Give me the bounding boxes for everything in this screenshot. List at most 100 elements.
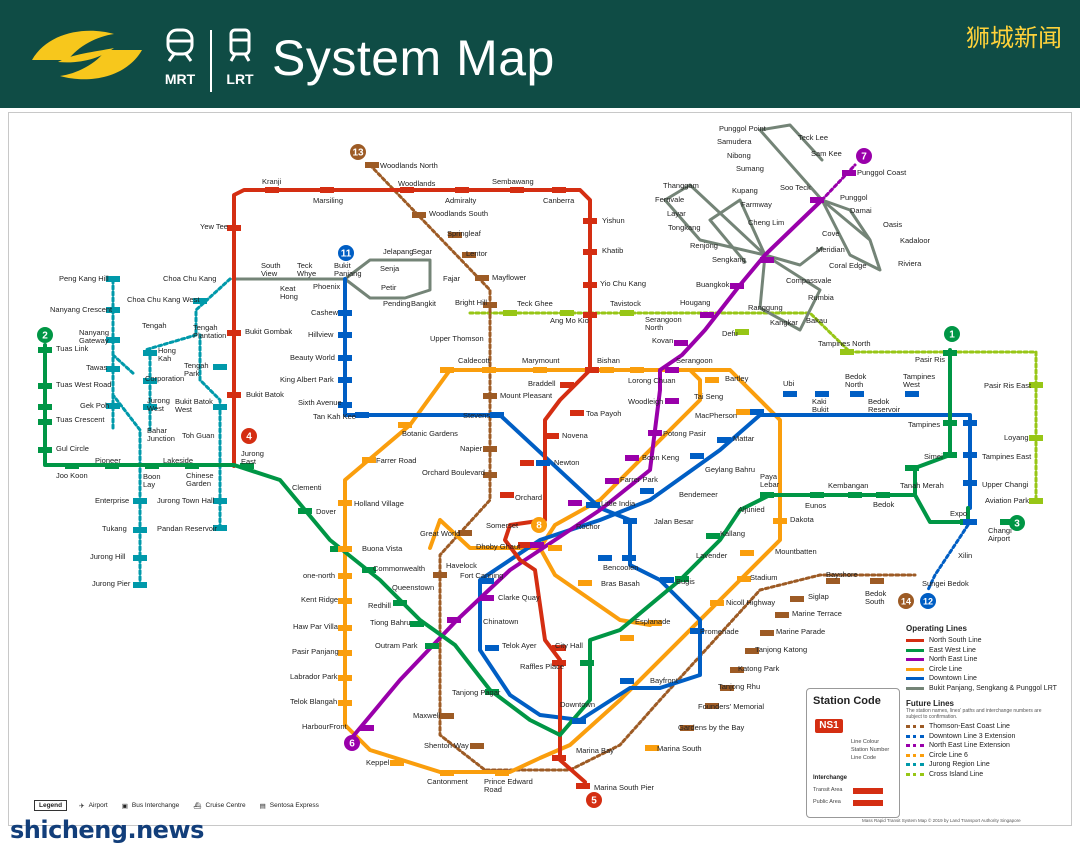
station-tawas[interactable]: Tawas <box>86 363 108 372</box>
station-upper-thomson[interactable]: Upper Thomson <box>430 334 484 343</box>
station-tavistock[interactable]: Tavistock <box>610 299 641 308</box>
station-sumang[interactable]: Sumang <box>736 164 764 173</box>
station-soo-teck[interactable]: Soo Teck <box>780 183 811 192</box>
station-commonwealth[interactable]: Commonwealth <box>373 564 425 573</box>
station-nicoll-highway[interactable]: Nicoll Highway <box>726 598 775 607</box>
station-khatib[interactable]: Khatib <box>602 246 623 255</box>
station-sam-kee[interactable]: Sam Kee <box>811 149 842 158</box>
station-woodleigh[interactable]: Woodleigh <box>628 397 663 406</box>
station-marymount[interactable]: Marymount <box>522 356 560 365</box>
station-layar[interactable]: Layar <box>667 209 686 218</box>
station-pandan-reservoir[interactable]: Pandan Reservoir <box>157 524 218 533</box>
station-pasir-panjang[interactable]: Pasir Panjang <box>292 647 339 656</box>
station-city-hall[interactable]: City Hall <box>555 641 583 650</box>
station-bendemeer[interactable]: Bendemeer <box>679 490 718 499</box>
station-macpherson[interactable]: MacPherson <box>695 411 737 420</box>
station-marina-south-pier[interactable]: Marina South Pier <box>594 783 655 792</box>
station-jurong-hill[interactable]: Jurong Hill <box>90 552 126 561</box>
station-loyang[interactable]: Loyang <box>1004 433 1029 442</box>
station-bedok[interactable]: Bedok <box>873 500 895 509</box>
station-bakau[interactable]: Bakau <box>806 316 827 325</box>
station-bayshore[interactable]: Bayshore <box>826 570 858 579</box>
station-rochor[interactable]: Rochor <box>576 522 601 531</box>
station-ang-mo-kio[interactable]: Ang Mo Kio <box>550 316 589 325</box>
station-tanjong-pagar[interactable]: Tanjong Pagar <box>452 688 501 697</box>
station-woodlands-south[interactable]: Woodlands South <box>429 209 488 218</box>
station-rumbia[interactable]: Rumbia <box>808 293 835 302</box>
station-dakota[interactable]: Dakota <box>790 515 815 524</box>
station-lakeside[interactable]: Lakeside <box>163 456 193 465</box>
station-oasis[interactable]: Oasis <box>883 220 902 229</box>
station-gardens-by-the-bay[interactable]: Gardens by the Bay <box>678 723 745 732</box>
station-promenade[interactable]: Promenade <box>700 627 739 636</box>
station-geylang-bahru[interactable]: Geylang Bahru <box>705 465 755 474</box>
station-kembangan[interactable]: Kembangan <box>828 481 868 490</box>
station-lentor[interactable]: Lentor <box>466 249 488 258</box>
circle-line[interactable] <box>343 368 782 774</box>
station-kallang[interactable]: Kallang <box>720 529 745 538</box>
station-bencoolen[interactable]: Bencoolen <box>603 563 638 572</box>
station-lorong-chuan[interactable]: Lorong Chuan <box>628 376 676 385</box>
station-downtown[interactable]: Downtown <box>560 700 595 709</box>
station-jurong-pier[interactable]: Jurong Pier <box>92 579 131 588</box>
station-meridian[interactable]: Meridian <box>816 245 845 254</box>
station-yew-tee[interactable]: Yew Tee <box>200 222 228 231</box>
station-ranggung[interactable]: Ranggung <box>748 303 783 312</box>
station-bras-basah[interactable]: Bras Basah <box>601 579 640 588</box>
station-choa-chu-kang[interactable]: Choa Chu Kang <box>163 274 216 283</box>
station-braddell[interactable]: Braddell <box>528 379 556 388</box>
station-renjong[interactable]: Renjong <box>690 241 718 250</box>
station-farrer-park[interactable]: Farrer Park <box>620 475 658 484</box>
station-sungei-bedok[interactable]: Sungei Bedok <box>922 579 969 588</box>
station-peng-kang-hill[interactable]: Peng Kang Hill <box>59 274 109 283</box>
station-bright-hill[interactable]: Bright Hill <box>455 298 487 307</box>
station-punggol-point[interactable]: Punggol Point <box>719 124 767 133</box>
station-havelock[interactable]: Havelock <box>446 561 477 570</box>
station-fort-canning[interactable]: Fort Canning <box>460 571 503 580</box>
station-newton[interactable]: Newton <box>554 458 579 467</box>
station-potong-pasir[interactable]: Potong Pasir <box>663 429 706 438</box>
station-clementi[interactable]: Clementi <box>292 483 322 492</box>
station-beauty-world[interactable]: Beauty World <box>290 353 335 362</box>
station-thanggam[interactable]: Thanggam <box>663 181 699 190</box>
station-keppel[interactable]: Keppel <box>366 758 390 767</box>
station-riviera[interactable]: Riviera <box>898 259 922 268</box>
station-bukit-batok[interactable]: Bukit Batok <box>246 390 284 399</box>
station-pasir-ris-east[interactable]: Pasir Ris East <box>984 381 1032 390</box>
station-tuas-link[interactable]: Tuas Link <box>56 344 88 353</box>
station-kranji[interactable]: Kranji <box>262 177 282 186</box>
station-boon-keng[interactable]: Boon Keng <box>642 453 679 462</box>
station-chinatown[interactable]: Chinatown <box>483 617 518 626</box>
station-orchard[interactable]: Orchard <box>515 493 542 502</box>
station-tukang[interactable]: Tukang <box>102 524 127 533</box>
station-segar[interactable]: Segar <box>412 247 433 256</box>
station-haw-par-villa[interactable]: Haw Par Villa <box>293 622 339 631</box>
station-dhoby-ghaut[interactable]: Dhoby Ghaut <box>476 542 521 551</box>
station-stadium[interactable]: Stadium <box>750 573 778 582</box>
station-xilin[interactable]: Xilin <box>958 551 972 560</box>
station-cashew[interactable]: Cashew <box>311 308 339 317</box>
station-sembawang[interactable]: Sembawang <box>492 177 534 186</box>
station-joo-koon[interactable]: Joo Koon <box>56 471 88 480</box>
station-expo[interactable]: Expo <box>950 509 967 518</box>
station-coral-edge[interactable]: Coral Edge <box>829 261 867 270</box>
station-marina-bay[interactable]: Marina Bay <box>576 746 614 755</box>
station-pioneer[interactable]: Pioneer <box>95 456 121 465</box>
station-teck-lee[interactable]: Teck Lee <box>798 133 828 142</box>
station-great-world[interactable]: Great World <box>420 529 460 538</box>
station-nanyang-crescent[interactable]: Nanyang Crescent <box>50 305 113 314</box>
station-bishan[interactable]: Bishan <box>597 356 620 365</box>
